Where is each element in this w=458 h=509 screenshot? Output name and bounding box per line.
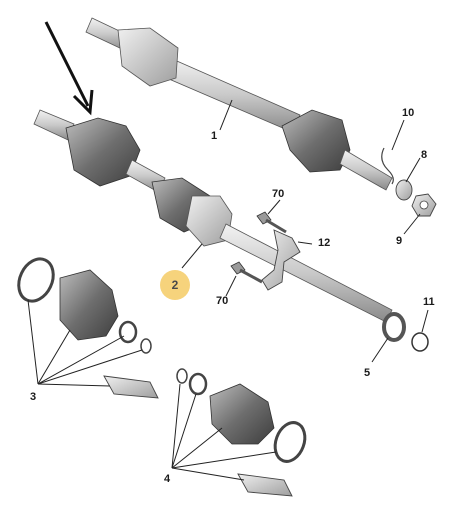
upper-drive-shaft — [85, 17, 393, 191]
callout-label-1: 1 — [211, 130, 218, 142]
bracket-part-12 — [261, 229, 301, 291]
callout-leaders — [181, 99, 429, 363]
kit3-leader-lines — [27, 299, 143, 387]
ring-part-11 — [411, 332, 429, 352]
kit4-clamp-small — [188, 372, 208, 396]
bolt-lower-70 — [230, 261, 263, 284]
kit4-grease-pack — [237, 473, 293, 497]
callout-label-4: 4 — [164, 473, 171, 485]
seal-part-8 — [395, 179, 413, 201]
kit3-clamp-small — [118, 320, 138, 344]
kit3-clamp-large — [17, 257, 55, 303]
upper-inner-joint — [117, 27, 179, 87]
kit3-grease-pack — [103, 375, 159, 399]
upper-shaft-bar — [161, 57, 301, 133]
callout-label-8: 8 — [421, 149, 428, 161]
callout-label-5: 5 — [364, 367, 371, 379]
kit3-ring — [140, 338, 152, 354]
lower-drive-shaft — [33, 109, 393, 323]
callout-label-70-top: 70 — [272, 188, 285, 200]
kit4-leader-lines — [171, 383, 277, 481]
upper-stub-axle — [339, 149, 393, 191]
callout-label-70-bottom: 70 — [216, 295, 229, 307]
kit3-boot — [59, 269, 119, 341]
callout-label-3: 3 — [30, 391, 37, 403]
nut-part-9 — [411, 193, 437, 217]
callout-label-12: 12 — [318, 237, 331, 249]
bolt-upper-70 — [256, 211, 287, 234]
callout-label-9: 9 — [396, 235, 403, 247]
repair-kit-4 — [171, 368, 307, 497]
callout-label-10: 10 — [402, 107, 415, 119]
callout-label-11: 11 — [423, 296, 435, 308]
highlight-badge: 2 — [160, 270, 190, 300]
clip-part-10 — [381, 147, 394, 185]
pointer-arrow — [44, 21, 94, 116]
kit4-clamp-large — [273, 421, 307, 463]
repair-kit-3 — [17, 257, 159, 399]
seal-part-5 — [382, 312, 406, 342]
callout-label-2: 2 — [171, 278, 179, 292]
kit4-boot — [209, 383, 275, 445]
kit4-ring — [176, 368, 188, 384]
